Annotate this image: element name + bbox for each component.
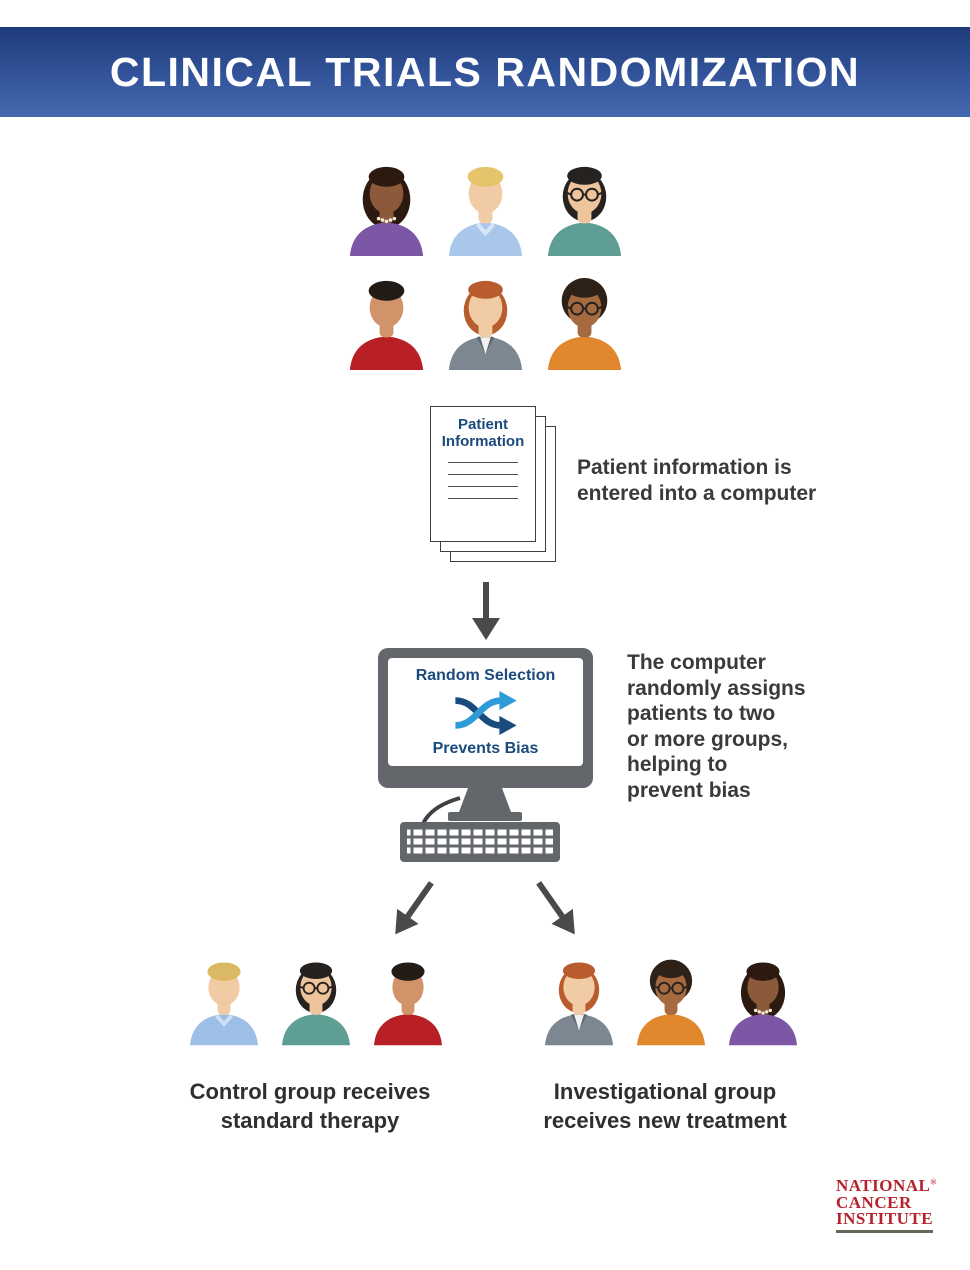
document-text-lines — [431, 461, 535, 499]
logo-line-national: NATIONAL® — [836, 1176, 937, 1195]
arrow-down-left-icon — [395, 881, 434, 935]
document-sheet-front: Patient Information — [430, 406, 536, 542]
screen-text-top: Random Selection — [415, 667, 556, 684]
avatar-woman-gray-suit — [436, 274, 535, 373]
patient-pool — [337, 160, 634, 376]
control-group-caption: Control group receives standard therapy — [189, 1079, 431, 1133]
investigational-group-caption: Investigational group receives new treat… — [543, 1079, 787, 1133]
doc-caption: Patient information is entered into a co… — [577, 456, 817, 505]
avatar-man-red — [337, 274, 436, 373]
computer-screen: Random Selection Prevents Bias — [388, 658, 583, 766]
avatar-woman-purple — [717, 956, 809, 1048]
computer-caption: The computer randomly assigns patients t… — [627, 651, 806, 803]
avatar-woman-teal-glasses — [270, 956, 362, 1048]
nci-logo: NATIONAL® CANCER INSTITUTE — [836, 1176, 948, 1233]
avatar-woman-gray-suit — [533, 956, 625, 1048]
patient-information-documents: Patient Information — [430, 406, 562, 568]
page-title: CLINICAL TRIALS RANDOMIZATION — [109, 48, 861, 95]
screen-text-bottom: Prevents Bias — [432, 740, 539, 757]
logo-line-cancer: CANCER — [836, 1192, 912, 1212]
avatar-man-blond — [436, 160, 535, 259]
avatar-woman-teal-glasses — [535, 160, 634, 259]
avatar-person-orange-glasses — [625, 956, 717, 1048]
document-title: Patient Information — [441, 416, 525, 451]
arrow-down-right-icon — [536, 881, 575, 935]
avatar-man-blond — [178, 956, 270, 1048]
logo-line-institute: INSTITUTE — [836, 1210, 934, 1233]
shuffle-icon — [454, 690, 517, 735]
control-group — [178, 956, 454, 1048]
down-arrow-icon — [472, 582, 500, 640]
header-banner: CLINICAL TRIALS RANDOMIZATION — [0, 27, 970, 117]
avatar-woman-purple — [337, 160, 436, 259]
registered-mark: ® — [930, 1177, 937, 1187]
investigational-group — [533, 956, 809, 1048]
avatar-man-red — [362, 956, 454, 1048]
avatar-person-orange-glasses — [535, 274, 634, 373]
computer-illustration: Random Selection Prevents Bias — [340, 648, 640, 863]
